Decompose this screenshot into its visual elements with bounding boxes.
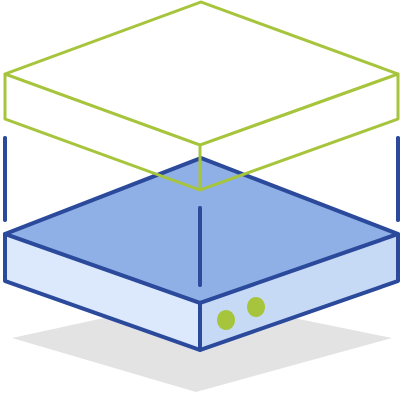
indicator-light-icon (247, 297, 265, 317)
floating-lid-icon (3, 0, 400, 192)
lid-right-face (198, 72, 400, 192)
indicator-light-icon (217, 310, 235, 330)
lid-top-face (3, 0, 400, 147)
server-right-face (198, 232, 400, 352)
